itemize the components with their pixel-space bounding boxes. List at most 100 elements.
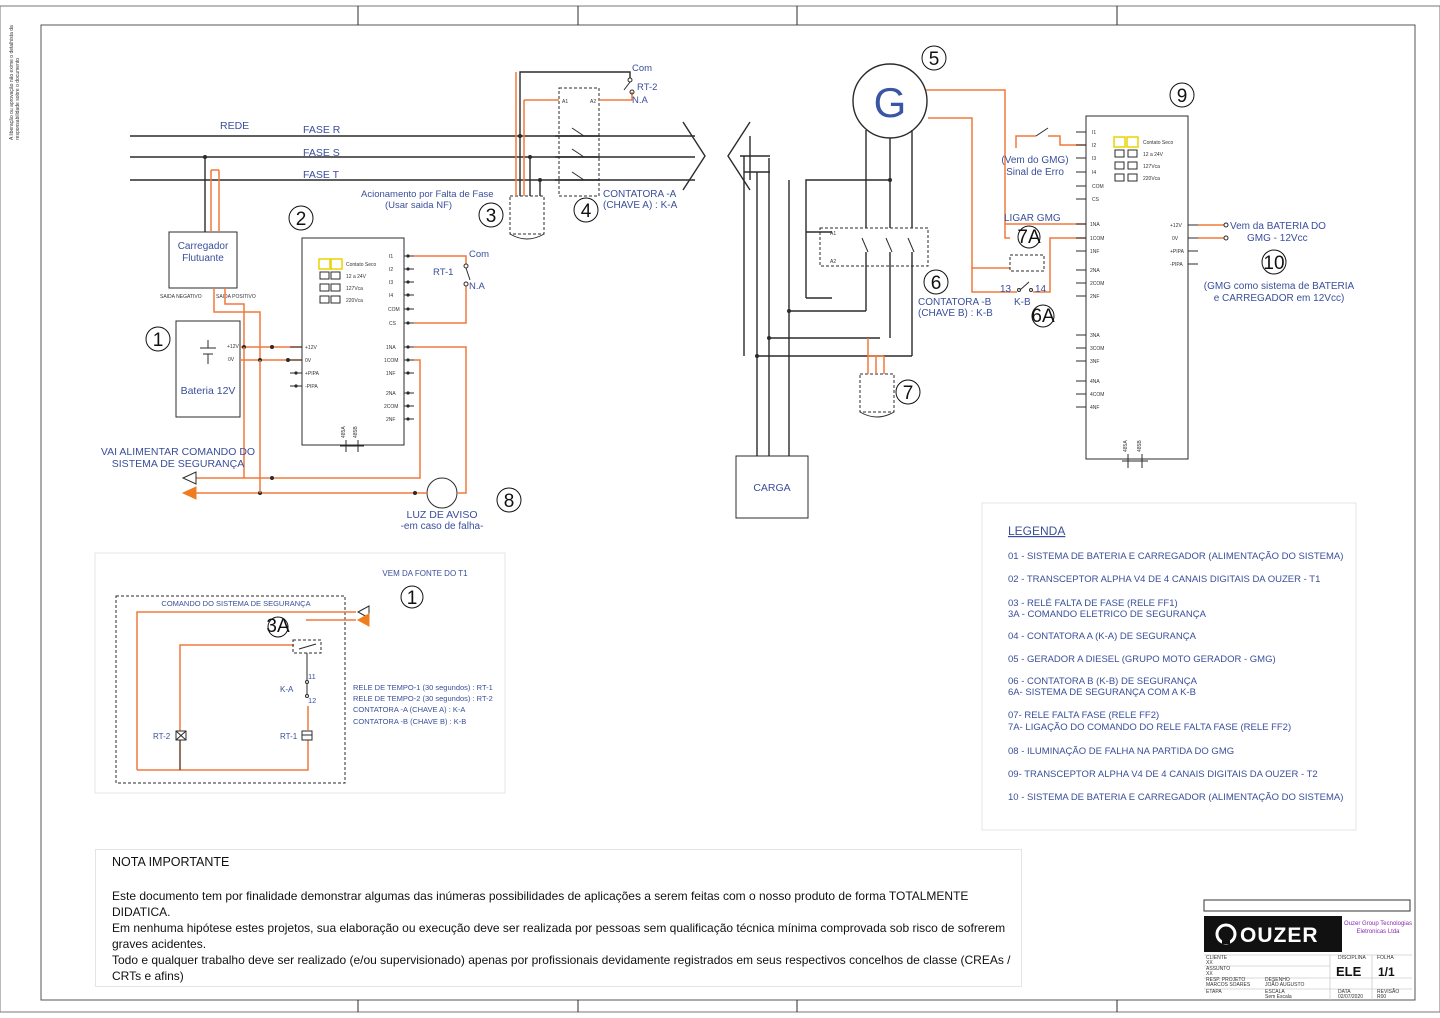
svg-text:responsabilidade sobre o docum: responsabilidade sobre o documento [15, 58, 21, 140]
svg-text:VEM DA FONTE DO T1: VEM DA FONTE DO T1 [382, 569, 468, 578]
nota-importante: NOTA IMPORTANTE Este documento tem por f… [95, 849, 1022, 987]
svg-text:ESCALA: ESCALA [1265, 989, 1285, 995]
svg-text:2: 2 [296, 209, 307, 230]
svg-text:N.A: N.A [469, 281, 486, 292]
svg-text:A1: A1 [830, 231, 836, 237]
svg-text:+PIPA: +PIPA [1170, 249, 1185, 255]
svg-text:RELE DE TEMPO-2 (30 segundos): RELE DE TEMPO-2 (30 segundos) : RT-2 [353, 694, 493, 703]
acionamento-label: Acionamento por Falta de Fase [361, 189, 494, 200]
svg-text:REVISÃO: REVISÃO [1377, 988, 1399, 995]
svg-text:A1: A1 [562, 99, 568, 105]
svg-text:Flutuante: Flutuante [182, 253, 224, 264]
svg-text:K-B: K-B [1014, 297, 1031, 308]
transceptor-t1: Contato Seco 12 a 24V 127Vca 220Vca +12V… [290, 237, 414, 452]
legend-item: 08 - ILUMINAÇÃO DE FALHA NA PARTIDA DO G… [1008, 746, 1234, 757]
legend: LEGENDA 01 - SISTEMA DE BATERIA E CARREG… [981, 502, 1357, 831]
legend-item: 04 - CONTATORA A (K-A) DE SEGURANÇA [1008, 631, 1197, 642]
title-block: OUZER Ouzer Group Tecnologias Eletronica… [1203, 899, 1412, 1000]
svg-text:+12V: +12V [227, 344, 239, 350]
svg-text:1NA: 1NA [386, 345, 396, 351]
vai-alimentar-label: VAI ALIMENTAR COMANDO DO [101, 446, 255, 458]
network-lines: REDE FASE R FASE S FASE T [130, 120, 751, 191]
svg-text:13: 13 [1000, 284, 1012, 295]
svg-text:ASSUNTO: ASSUNTO [1206, 966, 1230, 972]
svg-text:5: 5 [929, 49, 940, 70]
svg-text:1NF: 1NF [1090, 249, 1099, 255]
note-body: Este documento tem por finalidade demons… [112, 888, 1017, 984]
rt1-relay: Com RT-1 N.A [414, 249, 489, 324]
svg-text:I3: I3 [1092, 156, 1096, 162]
svg-text:Ouzer Group Tecnologias: Ouzer Group Tecnologias [1344, 921, 1412, 927]
svg-text:Sem Escala: Sem Escala [1265, 994, 1292, 1000]
legend-item: 07- RELE FALTA FASE (RELE FF2) [1008, 710, 1159, 721]
acionamento-sub-label: (Usar saida NF) [385, 200, 452, 211]
svg-text:Vem da BATERIA DO: Vem da BATERIA DO [1230, 221, 1326, 232]
svg-text:I4: I4 [1092, 170, 1096, 176]
svg-text:OUZER: OUZER [1240, 924, 1319, 947]
svg-text:Com: Com [632, 63, 652, 74]
svg-text:3NF: 3NF [1090, 359, 1099, 365]
legend-item: 09- TRANSCEPTOR ALPHA V4 DE 4 CANAIS DIG… [1008, 769, 1318, 780]
svg-text:485A: 485A [341, 426, 347, 438]
carregador-flutuante: Carregador Flutuante SAIDA NEGATIVO SAID… [160, 169, 261, 360]
svg-text:XX: XX [1206, 960, 1213, 966]
svg-text:2COM: 2COM [384, 404, 398, 410]
svg-text:2NA: 2NA [386, 391, 396, 397]
svg-text:RT-2: RT-2 [637, 82, 657, 93]
contatora-b: A1 A2 CONTATORA -B (CHAVE B) : K-B [806, 227, 993, 356]
svg-text:Sinal de Erro: Sinal de Erro [1006, 167, 1064, 178]
svg-text:I4: I4 [389, 293, 393, 299]
svg-text:-em caso de falha-: -em caso de falha- [401, 521, 484, 532]
svg-text:ETAPA: ETAPA [1206, 989, 1222, 995]
svg-text:8: 8 [504, 491, 515, 512]
svg-text:COMANDO DO SISTEMA DE SEGURANÇ: COMANDO DO SISTEMA DE SEGURANÇA [161, 599, 310, 608]
svg-text:3: 3 [486, 206, 497, 227]
fase-s-label: FASE S [303, 147, 340, 159]
svg-text:1NF: 1NF [386, 371, 395, 377]
svg-text:02/07/2020: 02/07/2020 [1338, 994, 1363, 1000]
phase-relay-ff2 [859, 338, 895, 418]
rede-label: REDE [220, 120, 249, 132]
legend-item: 06 - CONTATORA B (K-B) DE SEGURANÇA [1008, 676, 1198, 687]
ligar-gmg-label: LIGAR GMG [1004, 213, 1061, 224]
svg-text:+12V: +12V [305, 345, 317, 351]
svg-text:2NF: 2NF [386, 417, 395, 423]
svg-text:12: 12 [308, 696, 316, 705]
svg-text:3A: 3A [266, 616, 290, 637]
svg-text:DISCIPLINA: DISCIPLINA [1338, 955, 1366, 961]
generator-load-wiring: CARGA [735, 136, 912, 519]
svg-text:RELE DE TEMPO-1 (30 segundos): RELE DE TEMPO-1 (30 segundos) : RT-1 [353, 683, 493, 692]
contatora-a-label: CONTATORA -A [603, 189, 677, 200]
note-title: NOTA IMPORTANTE [112, 855, 230, 869]
svg-text:GMG - 12Vcc: GMG - 12Vcc [1247, 233, 1308, 244]
svg-text:7A: 7A [1017, 227, 1041, 248]
svg-text:I3: I3 [389, 280, 393, 286]
svg-text:3COM: 3COM [1090, 346, 1104, 352]
svg-text:485A: 485A [1123, 440, 1129, 452]
legend-item: 7A- LIGAÇÃO DO COMANDO DO RELE FALTA FAS… [1008, 722, 1291, 733]
svg-text:7: 7 [903, 383, 914, 404]
bateria-12v: Bateria 12V +12V 0V [175, 320, 302, 418]
svg-text:MARCOS SOARES: MARCOS SOARES [1206, 982, 1251, 988]
svg-text:CONTATORA -B (CHAVE B) : K-B: CONTATORA -B (CHAVE B) : K-B [353, 717, 466, 726]
legend-item: 02 - TRANSCEPTOR ALPHA V4 DE 4 CANAIS DI… [1008, 574, 1320, 585]
svg-text:4NF: 4NF [1090, 405, 1099, 411]
kb-contact-6a: 13 14 K-B LIGAR GMG [971, 213, 1086, 308]
note-paragraph: Este documento tem por finalidade demons… [112, 889, 969, 919]
svg-text:+12V: +12V [1170, 223, 1182, 229]
svg-text:-PIPA: -PIPA [1170, 262, 1183, 268]
contatora-a: A1 A2 CONTATORA -A (CHAVE A) : K-A [519, 71, 678, 211]
svg-text:I1: I1 [1092, 130, 1096, 136]
svg-text:SAIDA POSITIVO: SAIDA POSITIVO [216, 294, 256, 300]
svg-text:485B: 485B [1137, 440, 1143, 452]
inset-comando: COMANDO DO SISTEMA DE SEGURANÇA VEM DA F… [94, 552, 506, 794]
svg-text:CLIENTE: CLIENTE [1206, 955, 1228, 961]
svg-text:XX: XX [1206, 971, 1213, 977]
svg-text:I1: I1 [389, 254, 393, 260]
legend-title: LEGENDA [1008, 524, 1065, 538]
svg-text:0V: 0V [305, 358, 312, 364]
svg-text:+PIPA: +PIPA [305, 371, 320, 377]
svg-text:RT-1: RT-1 [433, 267, 453, 278]
svg-text:DESENHO: DESENHO [1265, 977, 1290, 983]
svg-text:Contato Seco: Contato Seco [346, 262, 377, 268]
